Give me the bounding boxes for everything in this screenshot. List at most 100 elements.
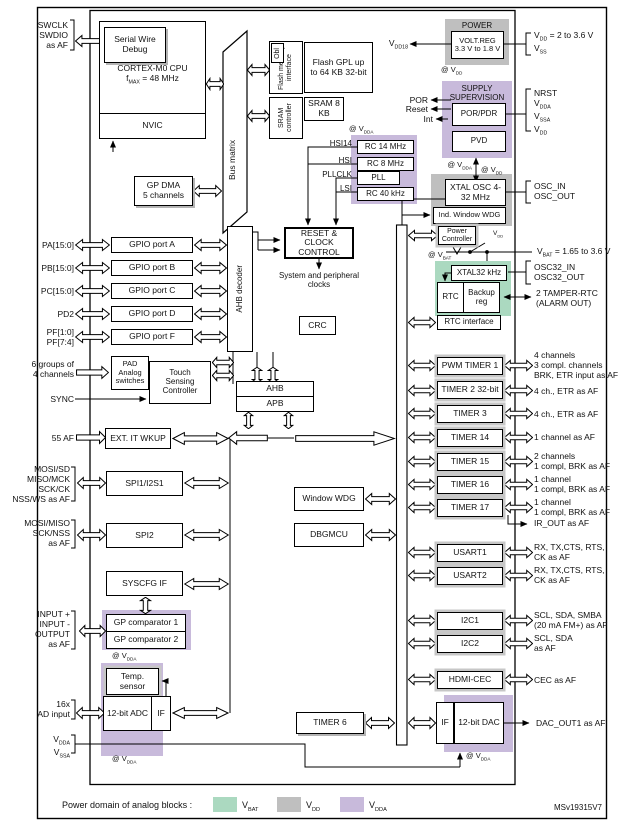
supply-line1: SUPPLY xyxy=(461,84,493,93)
legend-title: Power domain of analog blocks : xyxy=(62,800,193,810)
tim1-bus-arrow xyxy=(408,359,436,372)
adc-bus-arrow xyxy=(172,707,229,719)
adc-if-block: IF xyxy=(151,696,171,731)
gpioa-label: GPIO port A xyxy=(129,239,175,250)
pin-nrst-vdda: VDDA xyxy=(534,98,551,111)
usart1-block: USART1 xyxy=(437,544,503,562)
tim6-label: TIMER 6 xyxy=(313,717,347,728)
tim14-bus-arrow xyxy=(408,431,436,444)
pin-tim17: 1 channel 1 compl, BRK as AF xyxy=(534,497,610,517)
pwrctrl-line2: Controller xyxy=(441,235,473,243)
temp-sensor-line xyxy=(161,678,169,696)
spi1-label: SPI1/I2S1 xyxy=(125,477,164,488)
pwrctrl-line1: Power xyxy=(447,227,467,235)
rc8-block: RC 8 MHz xyxy=(357,157,414,171)
sram-block: SRAM 8 KB xyxy=(304,97,344,121)
tim3-pin-arrow xyxy=(504,407,533,420)
wkup-input-arrow xyxy=(76,431,106,444)
pin-usart2: RX, TX,CTS, RTS, CK as AF xyxy=(534,565,605,585)
pin-spi2: MOSI/MISO SCK/NSS as AF xyxy=(12,518,70,548)
tim16-bus-arrow xyxy=(408,478,436,491)
wwdg-label: Window WDG xyxy=(302,493,356,504)
sram-label: SRAM 8 KB xyxy=(308,98,340,118)
gpiof-left-arrow xyxy=(75,331,110,343)
pin-tim3: 4 ch., ETR as AF xyxy=(534,409,599,419)
xtal-block: XTAL OSC 4-32 MHz xyxy=(445,179,506,206)
tim2-pin-arrow xyxy=(504,384,533,397)
syscfg-bus-arrow xyxy=(184,578,229,590)
pin-i2c2-1: SCL, SDA xyxy=(534,633,573,643)
chip-border xyxy=(89,9,516,786)
pin-tim1-1: 4 channels xyxy=(534,350,576,360)
rtcif-bus-arrow xyxy=(408,316,436,329)
legend-swatch-vdd xyxy=(277,797,301,812)
pin-gpiob: PB[15:0] xyxy=(41,263,74,273)
gpioc-right-arrow xyxy=(194,285,227,297)
pin-tim16: 1 channel 1 compl, BRK as AF xyxy=(534,474,610,494)
wwdg-bus-arrow xyxy=(365,493,396,505)
supply-title: SUPPLY SUPERVISION xyxy=(442,84,512,103)
tim6-block: TIMER 6 xyxy=(296,712,364,734)
pin-cec: CEC as AF xyxy=(534,675,577,685)
tim15-pin-arrow xyxy=(504,455,533,468)
pin-tamper: 2 TAMPER-RTC (ALARM OUT) xyxy=(536,288,598,308)
gpiob-right-arrow xyxy=(194,262,227,274)
pin-adc: 16x AD input xyxy=(22,699,70,719)
pin-swd-1: SWCLK xyxy=(37,20,68,30)
tim2-block: TIMER 2 32-bit xyxy=(437,381,503,399)
apb-down-arrow-2 xyxy=(283,412,294,429)
pllclk-label: PLLCLK xyxy=(322,170,352,179)
rtc-block: RTC xyxy=(437,282,464,313)
spi1-bus-arrow xyxy=(184,477,229,489)
legend-swatch-vbat xyxy=(213,797,237,812)
apb-left-arrow xyxy=(228,431,268,445)
dma-bus-arrow xyxy=(193,185,222,197)
irout-line xyxy=(507,515,528,527)
pin-oscout: OSC_OUT xyxy=(534,191,576,202)
mid-vdda-label: @ VDDA xyxy=(447,160,472,171)
pin-osc32: OSC32_IN OSC32_OUT xyxy=(534,262,585,282)
i2c2-label: I2C2 xyxy=(461,638,479,649)
rc40-block: RC 40 kHz xyxy=(357,187,414,201)
pin-tim1: 4 channels 3 compl. channels BRK, ETR in… xyxy=(534,350,618,380)
tsc-block: Touch Sensing Controller xyxy=(149,361,211,404)
pin-usart2-1: RX, TX,CTS, RTS, xyxy=(534,565,605,575)
adc-bracket xyxy=(71,699,76,720)
pin-tim15: 2 channels 1 compl, BRK as AF xyxy=(534,451,610,471)
tim17-label: TIMER 17 xyxy=(450,502,490,513)
pin-spi2-1: MOSI/MISO xyxy=(24,518,70,528)
pin-gpiof-1: PF[1:0] xyxy=(46,327,74,337)
rcc-block: RESET & CLOCK CONTROL xyxy=(284,227,354,259)
adc-label: 12-bit ADC xyxy=(106,707,149,718)
spi1-bracket xyxy=(71,466,76,502)
sram-bus-arrow xyxy=(247,110,270,122)
cec-pin-arrow xyxy=(504,673,533,686)
cpu-title: CORTEX-M0 CPU fMAX = 48 MHz xyxy=(100,63,205,86)
pin-usart2-2: CK as AF xyxy=(534,575,570,586)
pin-gpioa: PA[15:0] xyxy=(42,240,74,250)
sram-ctrl-label: SRAM controller xyxy=(278,103,293,133)
pin-i2c1-1: SCL, SDA, SMBA xyxy=(534,610,602,620)
swd-label: Serial Wire Debug xyxy=(114,34,156,54)
pin-tim1-2: 3 compl. channels xyxy=(534,360,603,371)
vdd-switch-arrowhead xyxy=(452,246,462,256)
pin-irout: IR_OUT as AF xyxy=(534,518,590,528)
dbg-label: DBGMCU xyxy=(310,529,348,540)
rtc-label: RTC xyxy=(442,292,459,302)
comp-bracket xyxy=(71,610,76,650)
rtcif-label: RTC interface xyxy=(444,317,494,327)
pin-comp-2: INPUT - xyxy=(39,619,70,630)
pin-spi2-3: as AF xyxy=(48,538,70,549)
pin-swd-2: SWDIO xyxy=(39,30,68,41)
pllclk-line xyxy=(335,177,357,192)
vdd-small-label: VDD xyxy=(493,230,504,239)
gpiof-label: GPIO port F xyxy=(129,331,175,342)
osc-bracket xyxy=(525,180,531,204)
power-title: POWER xyxy=(461,21,493,30)
flash-bus-arrow xyxy=(247,64,270,76)
nvic-label: NVIC xyxy=(142,120,163,131)
